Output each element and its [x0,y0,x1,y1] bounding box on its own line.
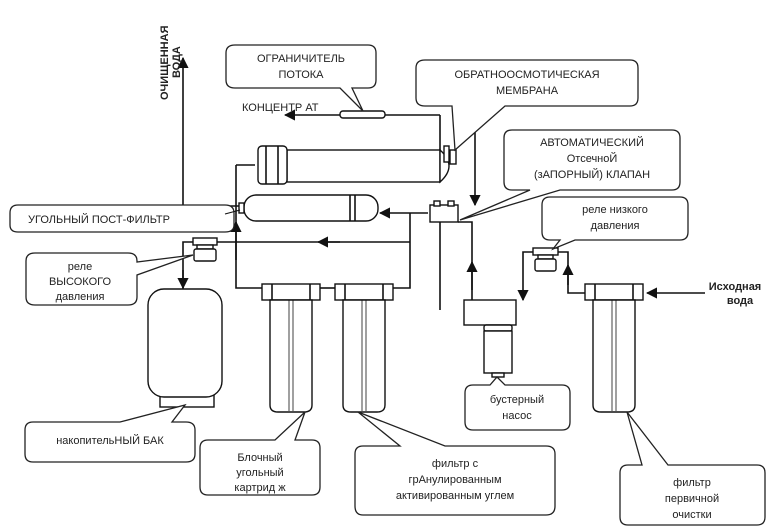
callout-flow-limiter: ОГРАНИЧИТЕЛЬ ПОТОКА [225,44,377,112]
svg-text:очистки: очистки [672,509,711,521]
cartridge-granular-carbon [334,283,394,413]
callout-prefilter: фильтр первичной очистки [619,411,766,526]
svg-text:реле: реле [68,261,92,273]
svg-text:МЕМБРАНА: МЕМБРАНА [496,85,559,97]
callout-low-pressure-relay: реле низкого давления [541,196,689,251]
svg-text:ВЫСОКОГО: ВЫСОКОГО [49,276,112,288]
svg-text:ОтсечноЙ: ОтсечноЙ [567,152,618,165]
svg-text:ПОТОКА: ПОТОКА [279,69,325,81]
svg-text:грАнулированным: грАнулированным [408,474,501,486]
source-water-label: Исходная вода [709,281,761,307]
svg-text:ВОДА: ВОДА [171,46,183,78]
callout-granular-carbon: фильтр с грАнулированным активированным … [354,411,556,516]
svg-text:ОЧИЩЕННАЯ: ОЧИЩЕННАЯ [159,25,171,100]
svg-text:фильтр с: фильтр с [432,458,479,470]
svg-text:реле низкого: реле низкого [582,204,648,216]
callout-membrane: ОБРАТНООСМОТИЧЕСКАЯ МЕМБРАНА [415,59,639,152]
svg-text:УГОЛЬНЫЙ ПОСТ-ФИЛЬТР: УГОЛЬНЫЙ ПОСТ-ФИЛЬТР [28,213,170,226]
svg-text:бустерный: бустерный [490,394,544,406]
svg-text:Исходная: Исходная [709,281,761,293]
callout-booster-pump: бустерный насос [464,376,571,431]
carbon-post-filter [238,194,379,222]
concentrate-label: КОНЦЕНТР АТ [242,102,319,114]
callout-high-pressure-relay: реле ВЫСОКОГО давления [25,252,194,306]
pipes [177,56,705,318]
svg-text:давления: давления [591,220,640,232]
svg-text:насос: насос [502,410,532,422]
booster-pump [463,299,517,378]
prefilter-cartridge [584,283,644,413]
low-pressure-relay [532,247,559,272]
callout-shutoff-valve: АВТОМАТИЧЕСКИЙ ОтсечноЙ (зАПОРНЫЙ) КЛАПА… [459,129,681,221]
callout-carbon-block: Блочный угольный картрид ж [199,411,321,496]
svg-text:ОБРАТНООСМОТИЧЕСКАЯ: ОБРАТНООСМОТИЧЕСКАЯ [454,69,599,81]
high-pressure-relay [192,237,218,262]
flow-limiter [339,110,386,119]
svg-text:первичной: первичной [665,493,719,505]
svg-text:картрид ж: картрид ж [234,482,286,494]
svg-text:угольный: угольный [236,467,283,479]
svg-text:ОГРАНИЧИТЕЛЬ: ОГРАНИЧИТЕЛЬ [257,53,345,65]
storage-tank [147,288,223,408]
svg-text:фильтр: фильтр [673,477,711,489]
callout-post-filter: УГОЛЬНЫЙ ПОСТ-ФИЛЬТР [9,204,241,233]
shutoff-valve [429,200,459,223]
svg-text:(зАПОРНЫЙ) КЛАПАН: (зАПОРНЫЙ) КЛАПАН [534,168,650,181]
callout-storage-tank: накопительНЫЙ БАК [24,403,196,463]
svg-text:активированным углем: активированным углем [396,490,514,502]
svg-text:Блочный: Блочный [237,452,282,464]
svg-text:накопительНЫЙ БАК: накопительНЫЙ БАК [56,434,164,447]
svg-text:давления: давления [56,291,105,303]
cartridge-carbon-block [261,283,321,413]
clean-water-label: ОЧИЩЕННАЯ ВОДА [159,25,183,100]
membrane-housing [257,145,457,185]
svg-text:АВТОМАТИЧЕСКИЙ: АВТОМАТИЧЕСКИЙ [540,136,644,149]
svg-text:вода: вода [727,295,754,307]
